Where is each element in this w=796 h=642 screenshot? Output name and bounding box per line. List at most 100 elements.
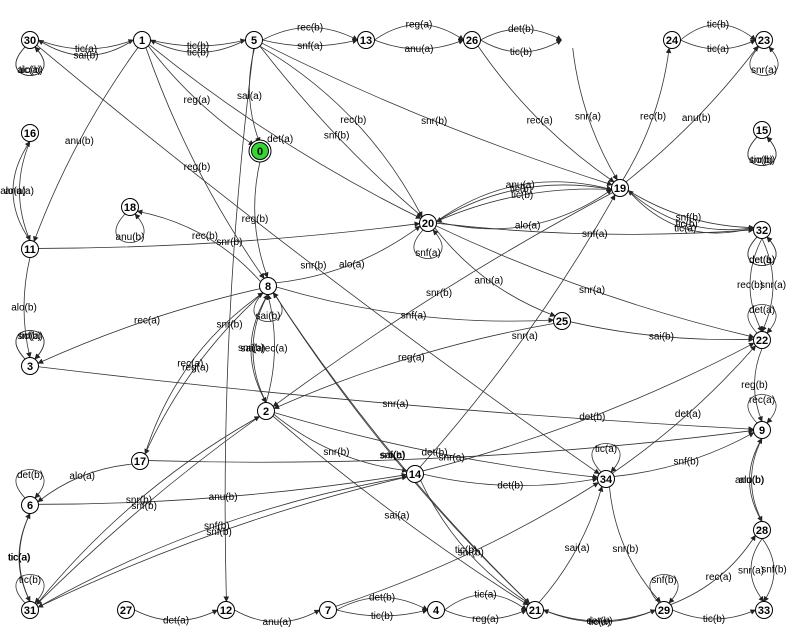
transition-edge: [150, 39, 246, 53]
state-label: 18: [124, 202, 136, 214]
transition-arrow: [336, 608, 429, 617]
state-node: 12: [217, 601, 235, 619]
transition-arrow: [265, 293, 275, 403]
transition-label: reg(a): [406, 20, 433, 31]
state-label: 9: [759, 425, 765, 437]
transition-arrow: [145, 47, 265, 279]
transition-arrow: [761, 238, 774, 333]
transition-edge: [252, 294, 269, 403]
state-label: 16: [24, 128, 36, 140]
transition-label: alo(a): [339, 259, 365, 270]
state-node: 1: [133, 31, 151, 49]
edge-layer: [12, 24, 779, 623]
node-layer: 0123456789111213141516171819202122232425…: [21, 31, 773, 619]
state-circle: [406, 465, 424, 483]
state-circle: [245, 31, 263, 49]
transition-label: sai(b): [73, 51, 98, 62]
transition-label: snr(b): [216, 319, 242, 330]
transition-label: sai(b): [255, 311, 280, 322]
transition-edge: [265, 293, 275, 403]
state-circle: [753, 221, 771, 239]
transition-arrow: [609, 486, 661, 603]
transition-arrow: [436, 184, 613, 222]
transition-arrow: [622, 47, 672, 181]
transition-edge: [36, 416, 260, 605]
transition-arrow: [627, 190, 755, 234]
transition-edge: [749, 46, 779, 76]
state-circle: [131, 452, 149, 470]
transition-arrow: [614, 432, 755, 477]
transition-edge: [747, 394, 777, 424]
transition-edge: [276, 286, 555, 324]
state-node: 13: [357, 31, 375, 49]
transition-edge: [612, 345, 757, 474]
transition-label: sai(a): [381, 450, 406, 461]
transition-arrow: [273, 292, 530, 604]
transition-arrow: [374, 39, 465, 50]
state-node: 24: [663, 31, 681, 49]
transition-arrow: [480, 28, 562, 41]
transition-edge: [253, 292, 283, 322]
transition-label: tic(b): [703, 614, 725, 625]
transition-label: rec(a): [527, 115, 553, 126]
state-node: 16: [21, 124, 39, 142]
state-circle: [217, 601, 235, 619]
transition-arrow: [273, 413, 408, 473]
transition-arrow: [423, 473, 599, 487]
state-node: 7: [319, 601, 337, 619]
transition-edge: [751, 438, 763, 522]
transition-arrow: [148, 44, 422, 219]
transition-edge: [12, 141, 31, 241]
transition-arrow: [15, 46, 45, 76]
transition-arrow: [38, 221, 421, 249]
transition-label: tic(a): [588, 617, 610, 628]
state-label: 7: [325, 605, 331, 617]
transition-label: rec(b): [340, 115, 366, 126]
transition-edge: [38, 221, 421, 249]
transition-label: det(b): [497, 480, 523, 491]
state-label: 11: [24, 244, 36, 256]
transition-arrow: [254, 159, 269, 279]
transition-arrow: [747, 394, 777, 424]
transition-label: det(b): [508, 24, 534, 35]
transition-label: tic(b): [187, 41, 209, 52]
state-label: 14: [409, 469, 422, 481]
state-node: 27: [117, 601, 135, 619]
transition-arrow: [37, 474, 408, 608]
transition-edge: [273, 413, 408, 473]
transition-edge: [614, 432, 755, 477]
transition-edge: [262, 38, 359, 47]
transition-arrow: [261, 42, 613, 186]
transition-label: snf(b): [676, 213, 702, 224]
transition-label: det(b): [579, 412, 605, 423]
transition-label: anu(a): [474, 275, 503, 286]
transition-arrow: [761, 538, 775, 602]
transition-label: sai(a): [384, 510, 409, 521]
transition-label: tic(b): [510, 47, 532, 58]
transition-label: sai(a): [565, 543, 590, 554]
transition-arrow: [150, 39, 246, 53]
transition-label: tic(b): [751, 155, 773, 166]
transition-label: snr(b): [749, 155, 775, 166]
transition-label: alo(b): [17, 65, 43, 76]
transition-arrow: [38, 472, 408, 505]
transition-label: snr(b): [612, 544, 638, 555]
transition-edge: [670, 534, 756, 605]
transition-edge: [148, 428, 755, 463]
state-node: 22: [753, 331, 771, 349]
transition-edge: [36, 416, 260, 605]
transition-edge: [272, 415, 529, 606]
transition-arrow: [435, 188, 612, 223]
transition-arrow: [422, 342, 755, 472]
transition-label: snr(b): [300, 260, 326, 271]
state-label: 28: [756, 525, 768, 537]
state-node: 34: [597, 470, 615, 488]
transition-arrow: [747, 236, 777, 266]
transition-arrow: [115, 213, 145, 243]
transition-edge: [747, 136, 777, 166]
transition-label: snf(b): [673, 457, 699, 468]
transition-label: tic(b): [675, 219, 697, 230]
state-node: 28: [753, 521, 771, 539]
transition-edge: [115, 213, 145, 243]
transition-arrow: [747, 136, 777, 166]
